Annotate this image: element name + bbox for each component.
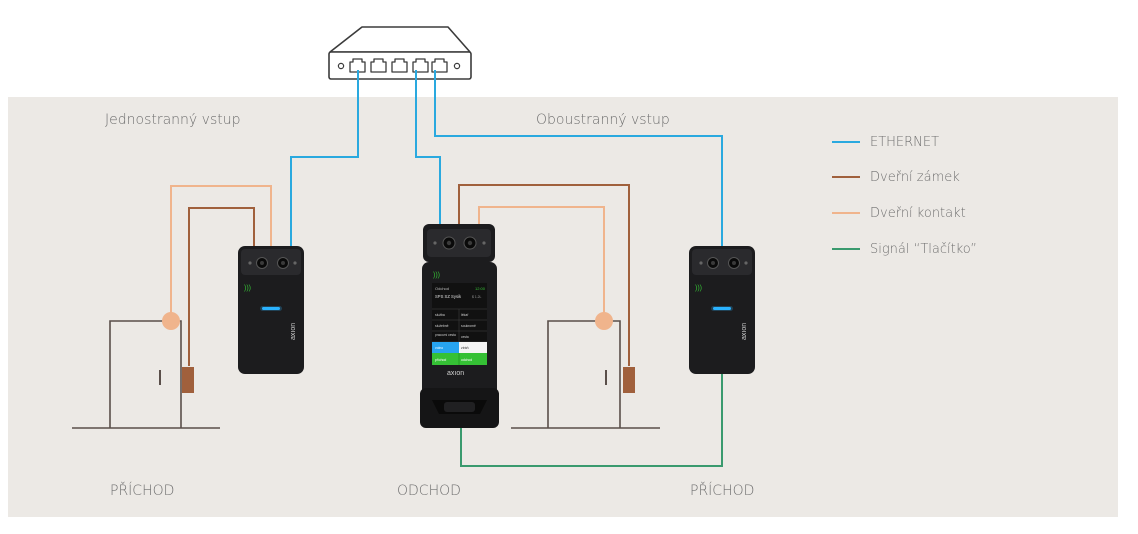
door-left (72, 320, 220, 429)
screen-button: pracovní cesta (435, 333, 456, 337)
ethernet-cable-right (434, 70, 723, 250)
legend-label: Dveřní zámek (870, 169, 960, 185)
screen-button: služba (435, 313, 445, 317)
switch-port-1 (349, 58, 366, 73)
legend-swatch (832, 176, 860, 178)
switch-port-4 (412, 58, 429, 73)
label-double-entry: Oboustranný vstup (536, 112, 670, 128)
contactless-icon: ))) (244, 285, 251, 292)
brand-logo: axıon (741, 323, 748, 340)
switch-port-3 (391, 58, 408, 73)
legend-item-ethernet: ETHERNET (832, 133, 939, 151)
door-right (511, 320, 660, 429)
door-lock-left (182, 367, 194, 393)
screen-button: ztráň (461, 346, 469, 350)
legend-item-door-lock: Dveřní zámek (832, 168, 960, 186)
network-switch (328, 26, 472, 80)
screen-button: cesta (461, 335, 469, 339)
door-contact-left (162, 312, 180, 330)
label-departure: ODCHOD (397, 483, 461, 499)
label-arrival-left: PŘÍCHOD (110, 483, 175, 499)
legend-item-button-signal: Signál “Tlačítko” (832, 240, 977, 258)
screen-header-left: Odchod (435, 286, 449, 291)
screen-header-right: 12:00 (475, 286, 486, 291)
legend-swatch (832, 141, 860, 143)
contact-cable-right (478, 206, 605, 320)
screen-button: služebně (435, 324, 449, 328)
contact-cable-left (170, 185, 272, 320)
screen-name-suffix: $ 1.2L (472, 295, 482, 299)
legend-label: Dveřní kontakt (870, 205, 966, 221)
legend-item-door-contact: Dveřní kontakt (832, 204, 966, 222)
legend-swatch (832, 212, 860, 214)
fingerprint-sensor (444, 402, 475, 412)
screen-button: volno (435, 346, 443, 350)
ethernet-cable-left (290, 70, 359, 250)
contactless-icon: ))) (433, 272, 440, 279)
screen-button: příchod (435, 358, 446, 362)
screen-name: SPS SZ Sysik (435, 294, 462, 299)
brand-logo: axıon (290, 323, 297, 340)
legend-label: ETHERNET (870, 134, 940, 150)
reader-right: ))) axıon (689, 246, 755, 374)
door-lock-right (623, 367, 635, 393)
screen-button: odchod (461, 358, 472, 362)
terminal-center: ))) Odchod 12:00 SPS SZ Sysik $ 1.2L slu… (420, 224, 499, 428)
lock-cable-right (458, 184, 630, 366)
background-band (8, 97, 1118, 517)
lock-cable-left (188, 207, 255, 366)
status-led (262, 307, 280, 310)
screen-button: soukromě (461, 324, 476, 328)
door-contact-right (595, 312, 613, 330)
contactless-icon: ))) (695, 285, 702, 292)
ethernet-cable-terminal (415, 70, 441, 228)
screen-button: lékař (461, 313, 469, 317)
status-led (713, 307, 731, 310)
switch-port-5 (431, 58, 448, 73)
brand-logo: axıon (447, 370, 464, 377)
legend-label: Signál “Tlačítko” (870, 241, 978, 257)
button-signal-cable (460, 373, 723, 467)
switch-port-2 (370, 58, 387, 73)
label-single-entry: Jednostranný vstup (105, 112, 241, 128)
legend-swatch (832, 248, 860, 250)
label-arrival-right: PŘÍCHOD (690, 483, 755, 499)
reader-left: ))) axıon (238, 246, 304, 374)
